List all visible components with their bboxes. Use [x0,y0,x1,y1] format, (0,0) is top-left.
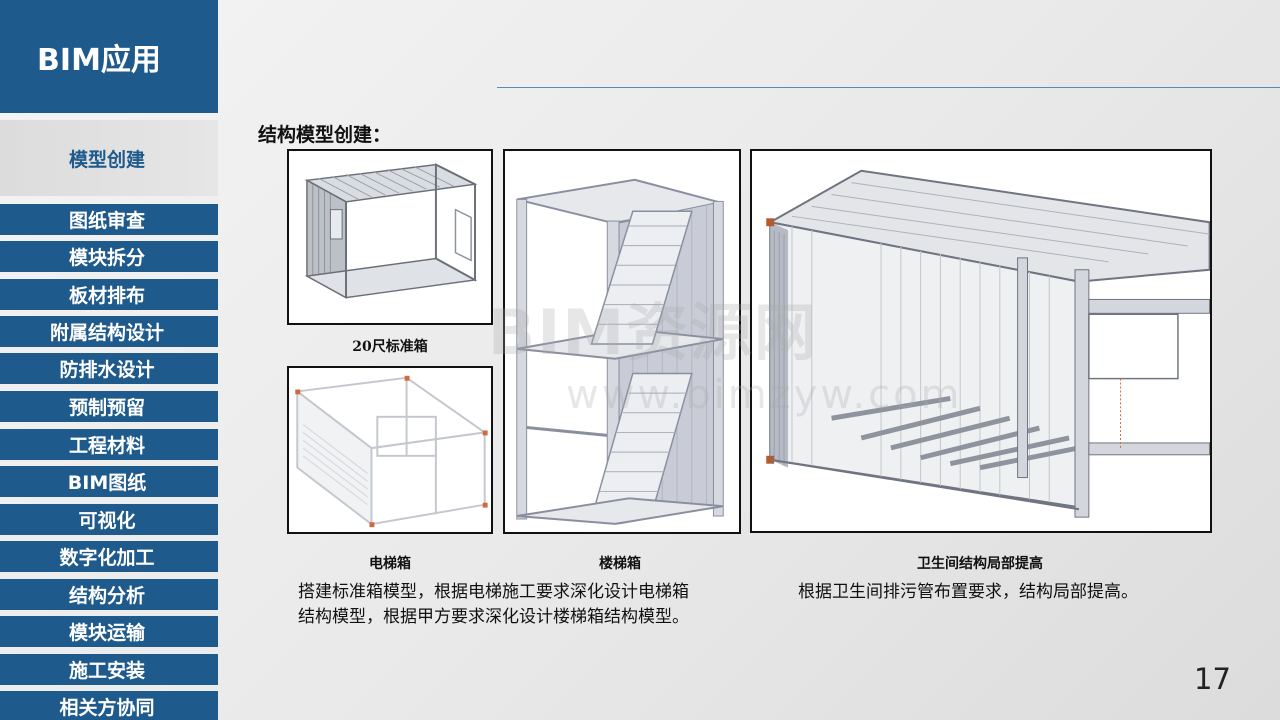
sidebar-item-structural-analysis[interactable]: 结构分析 [0,579,218,610]
sidebar-item-bim-drawings[interactable]: BIM图纸 [0,466,218,497]
sidebar-item-construction[interactable]: 施工安装 [0,654,218,685]
description-left: 搭建标准箱模型，根据电梯施工要求深化设计电梯箱 结构模型，根据甲方要求深化设计楼… [298,580,743,630]
sidebar-item-prefab-reserve[interactable]: 预制预留 [0,391,218,422]
container-model-image [287,149,493,325]
description-left-line-1: 搭建标准箱模型，根据电梯施工要求深化设计电梯箱 [298,582,689,602]
description-left-line-2: 结构模型，根据甲方要求深化设计楼梯箱结构模型。 [298,607,689,627]
page-number: 17 [1194,662,1231,696]
caption-standard-container: 20尺标准箱 [352,339,428,355]
sidebar-item-digital-processing[interactable]: 数字化加工 [0,541,218,572]
elevator-box-model-image [287,366,493,534]
sidebar-item-module-split[interactable]: 模块拆分 [0,241,218,272]
sidebar-header: BIM应用 [0,0,218,113]
header-divider [497,87,1280,88]
caption-bathroom-structure: 卫生间结构局部提高 [917,556,1043,572]
sidebar-item-module-transport[interactable]: 模块运输 [0,616,218,647]
sidebar-item-model-creation[interactable]: 模型创建 [0,120,218,196]
sidebar-item-waterproof-design[interactable]: 防排水设计 [0,353,218,384]
caption-elevator-box: 电梯箱 [369,556,411,572]
sidebar-item-materials[interactable]: 工程材料 [0,429,218,460]
sidebar-item-panel-layout[interactable]: 板材排布 [0,279,218,310]
sidebar-item-drawing-review[interactable]: 图纸审查 [0,204,218,235]
bathroom-structure-model-image [750,149,1212,533]
sidebar-item-visualization[interactable]: 可视化 [0,504,218,535]
section-title: 结构模型创建： [258,124,392,146]
stair-box-model-image [503,149,741,534]
description-right: 根据卫生间排污管布置要求，结构局部提高。 [798,582,1138,602]
sidebar-item-auxiliary-design[interactable]: 附属结构设计 [0,316,218,347]
caption-stair-box: 楼梯箱 [599,556,641,572]
sidebar-item-collaboration[interactable]: 相关方协同 [0,691,218,720]
